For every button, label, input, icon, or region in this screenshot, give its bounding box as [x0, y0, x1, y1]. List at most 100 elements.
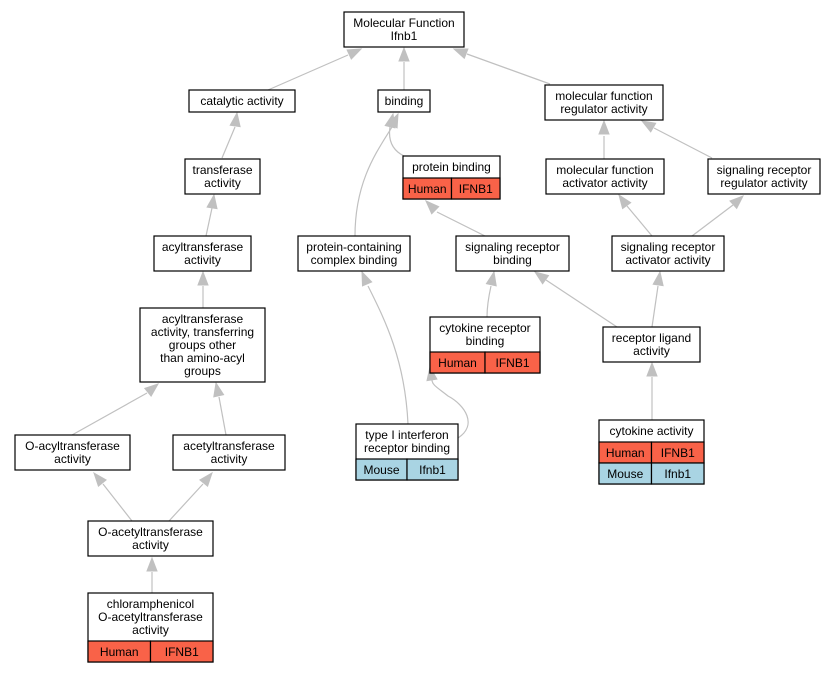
- node-box: [455, 235, 570, 272]
- node-box: [297, 235, 411, 272]
- edge-line: [466, 53, 551, 85]
- node-label-line: Ifnb1: [391, 29, 418, 43]
- node-label-line: regulator activity: [560, 102, 647, 116]
- node-label-line: activity: [211, 452, 248, 466]
- node-label-line: molecular function: [556, 163, 653, 177]
- edge-line: [545, 279, 618, 328]
- edge-line: [221, 126, 236, 159]
- edge-chloram-to-oacetyl: [146, 556, 158, 593]
- node-box: [377, 89, 431, 113]
- node-label-line: type I interferon: [365, 428, 448, 442]
- node-box: [707, 158, 821, 195]
- edge-line: [388, 126, 405, 157]
- species-label: Human: [408, 182, 447, 196]
- arrowhead-icon: [646, 361, 658, 377]
- edge-sract-to-srreg: [691, 195, 745, 237]
- node-label-line: regulator activity: [720, 176, 807, 190]
- node-label-line: cytokine receptor: [439, 321, 530, 335]
- node-label-line: acyltransferase: [162, 240, 244, 254]
- node-box: [611, 235, 725, 272]
- edge-sract-to-mfact: [618, 193, 653, 237]
- edge-pcbind-to-binding: [354, 112, 399, 237]
- node-label-line: binding: [385, 94, 424, 108]
- arrowhead-icon: [618, 193, 632, 210]
- edge-oacetyl-to-oacyl: [93, 471, 133, 522]
- arrowhead-icon: [143, 383, 160, 397]
- arrowhead-icon: [387, 112, 399, 129]
- edge-line: [691, 204, 734, 237]
- arrowhead-icon: [346, 48, 363, 60]
- node-label-line: signaling receptor: [621, 240, 716, 254]
- arrowhead-icon: [452, 48, 469, 60]
- node-label-line: molecular function: [555, 89, 652, 103]
- edge-line: [653, 127, 713, 159]
- node-label-line: O-acyltransferase: [25, 439, 120, 453]
- edge-srbind-to-protbind: [425, 200, 486, 237]
- gene-label: IFNB1: [661, 446, 695, 460]
- arrowhead-icon: [425, 200, 440, 215]
- node-label-line: protein-containing: [306, 240, 401, 254]
- node-label-line: signaling receptor: [465, 240, 560, 254]
- edge-line: [205, 207, 213, 237]
- arrowhead-icon: [197, 270, 209, 286]
- species-label: Human: [438, 356, 477, 370]
- edge-line: [431, 379, 469, 439]
- node-label-line: groups other: [169, 338, 236, 352]
- species-label: Mouse: [607, 467, 643, 481]
- node-label-line: activity: [132, 623, 169, 637]
- edge-recligand-to-srbind: [533, 271, 618, 328]
- node-label-line: acetyltransferase: [183, 439, 275, 453]
- edge-acetyl-to-acyltransgroups: [213, 381, 227, 436]
- node-box: [153, 235, 252, 272]
- node-label-line: than amino-acyl: [160, 351, 245, 365]
- node-label-line: binding: [466, 334, 505, 348]
- edge-srreg-to-mfreg: [640, 120, 713, 159]
- edge-mfact-to-mfreg: [598, 119, 610, 159]
- go-term-node-chloram[interactable]: chloramphenicolO-acetyltransferaseactivi…: [87, 592, 214, 663]
- node-box: [602, 326, 701, 363]
- arrowhead-icon: [229, 111, 241, 128]
- arrowhead-icon: [640, 120, 657, 133]
- gene-cell: [450, 177, 501, 200]
- edge-line: [218, 396, 227, 436]
- gene-label: Ifnb1: [419, 463, 446, 477]
- edge-line: [71, 392, 148, 436]
- edge-catalytic-to-root: [267, 48, 363, 91]
- node-label-line: groups: [184, 364, 221, 378]
- edge-line: [486, 285, 492, 318]
- arrowhead-icon: [598, 119, 610, 135]
- go-term-node-catalytic[interactable]: catalytic activity: [188, 89, 296, 113]
- node-label-line: signaling receptor: [717, 163, 812, 177]
- arrowhead-icon: [146, 556, 158, 572]
- go-term-node-binding[interactable]: binding: [377, 89, 431, 113]
- node-box: [87, 520, 214, 557]
- node-label-line: transferase: [192, 163, 252, 177]
- arrowhead-icon: [485, 270, 497, 287]
- node-label-line: protein binding: [412, 160, 491, 174]
- arrowhead-icon: [206, 193, 218, 210]
- gene-label: Ifnb1: [664, 467, 691, 481]
- edge-cytorecbind-to-srbind: [485, 270, 497, 318]
- node-box: [545, 158, 665, 195]
